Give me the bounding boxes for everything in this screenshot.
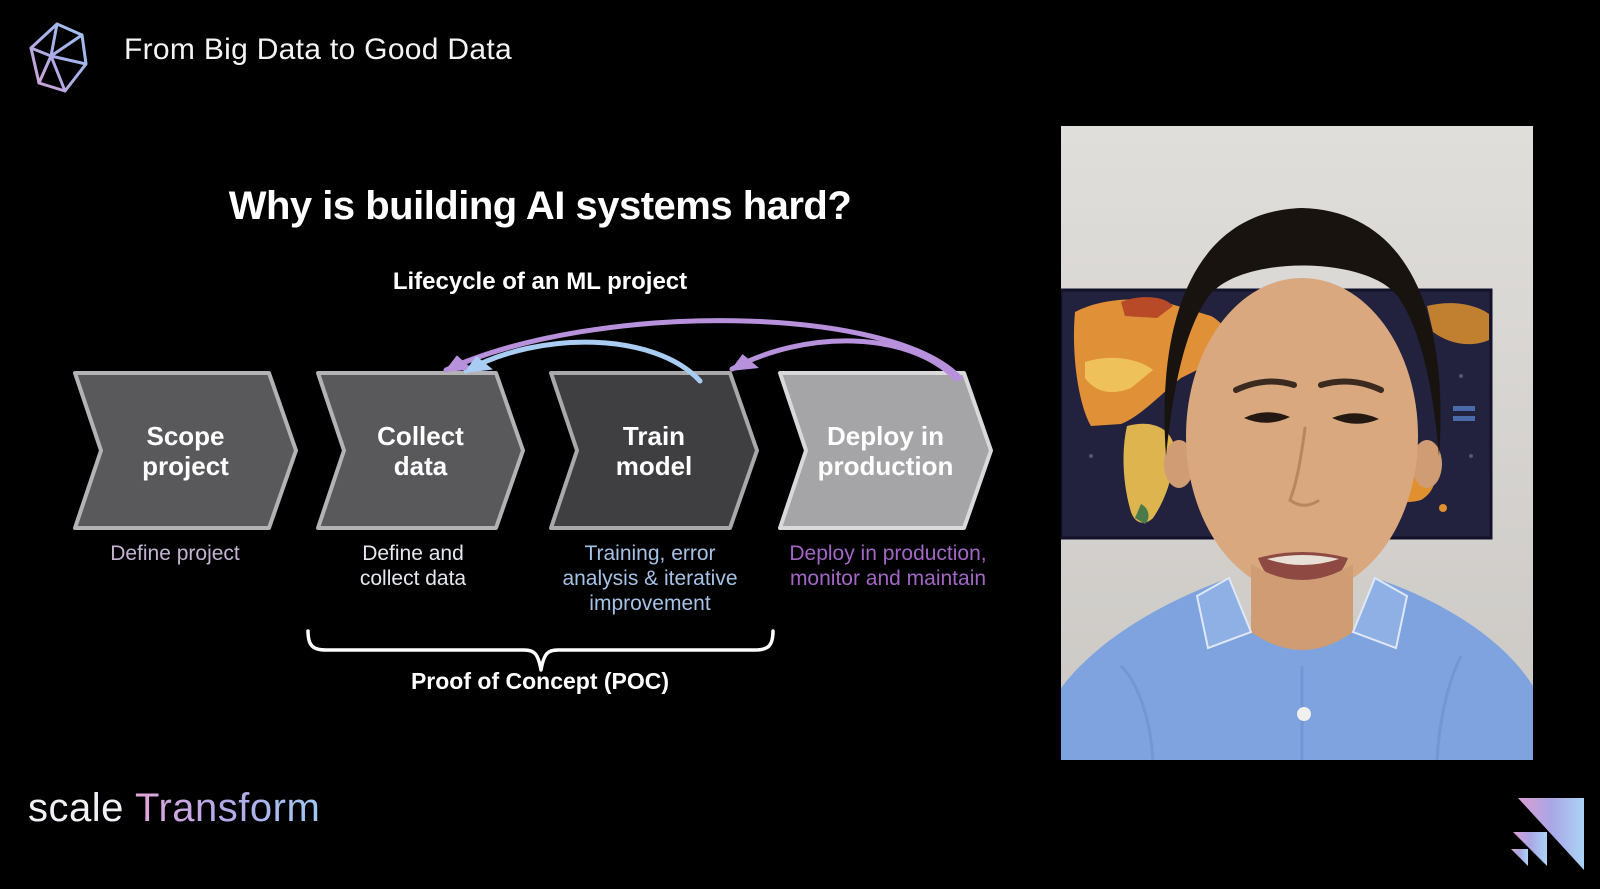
scale-transform-mark-icon [1511, 798, 1584, 870]
arrow-deploy-to-collect-data [443, 318, 963, 381]
speaker-hair [1164, 208, 1441, 456]
speaker-video [1061, 126, 1533, 760]
arrow-train-to-collect-data [463, 339, 703, 384]
caption-scope-project: Define project [110, 542, 240, 565]
slide-heading: Why is building AI systems hard? [228, 184, 852, 228]
wireframe-gem-icon [29, 22, 88, 93]
speaker [1061, 208, 1533, 760]
poc-brace [306, 629, 775, 672]
caption-deploy-production: Deploy in production,monitor and maintai… [789, 542, 987, 590]
brand-transform-wordmark: Transform [135, 786, 321, 830]
brand-scale-wordmark: scale [28, 786, 124, 830]
video-title: From Big Data to Good Data [124, 33, 512, 66]
stage-label-collect-data: Collect data [377, 421, 464, 481]
speaker-shirt [1061, 578, 1533, 760]
arrowhead-deploy-to-collect [444, 355, 474, 372]
stage-label-scope-project: Scope project [142, 421, 229, 481]
arrow-deploy-to-train-model [729, 338, 959, 382]
stage-label-train-model: Train model [615, 421, 693, 481]
stage-label-deploy-production: Deploy in production [817, 421, 954, 481]
poc-label: Proof of Concept (POC) [410, 668, 670, 694]
slide-subheading: Lifecycle of an ML project [392, 268, 688, 295]
brand-wordmark: scale Transform [28, 786, 320, 831]
arrowhead-train-to-collect [464, 355, 493, 373]
arrowhead-deploy-to-train [730, 354, 760, 371]
